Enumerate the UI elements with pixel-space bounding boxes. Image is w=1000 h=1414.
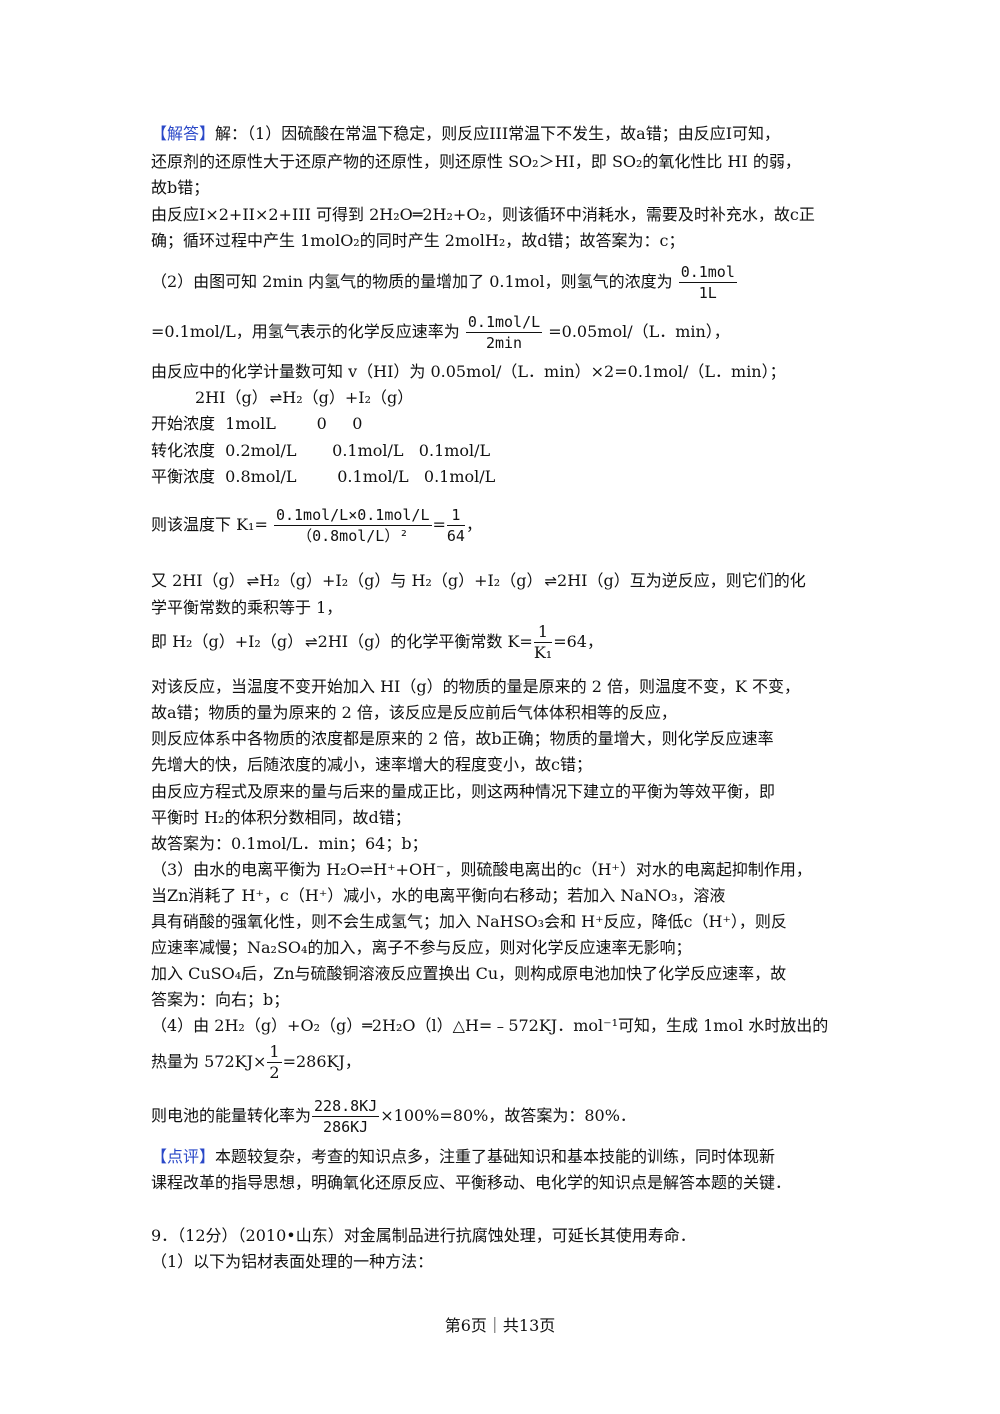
- question-9-title: 9．（12分）（2010•山东）对金属制品进行抗腐蚀处理，可延长其使用寿命．: [151, 1226, 696, 1245]
- answer-line-reverse: 又 2HI（g）⇌H₂（g）+I₂（g）与 H₂（g）+I₂（g）⇌2HI（g）…: [151, 571, 806, 591]
- answer-line-k1: 则该温度下 K₁= 0.1mol/L×0.1mol/L （0.8mol/L）² …: [151, 505, 482, 546]
- text: =0.05mol/（L．min），: [548, 322, 730, 341]
- text: 则该温度下 K₁=: [151, 515, 268, 534]
- answer-line-5: 确；循环过程中产生 1molO₂的同时产生 2molH₂，故d错；故答案为：c；: [151, 231, 685, 250]
- fraction-1-64: 1 64: [446, 505, 465, 546]
- table-row-start: 开始浓度 1molL 0 0: [151, 414, 363, 433]
- answer-line-18: 故a错；物质的量为原来的 2 倍，该反应是反应前后气体体积相等的反应，: [151, 703, 677, 722]
- answer-line-15: 学平衡常数的乘积等于 1，: [151, 598, 343, 617]
- fraction-rate: 0.1mol/L 2min: [465, 312, 543, 353]
- text: 又 2HI（g）: [151, 571, 245, 590]
- numerator: 228.8KJ: [312, 1097, 380, 1117]
- answer-line-21: 由反应方程式及原来的量与后来的量成正比，则这两种情况下建立的平衡为等效平衡，即: [151, 782, 776, 801]
- answer-line-20: 先增大的快，后随浓度的减小，速率增大的程度变小，故c错；: [151, 755, 592, 774]
- answer-line-26: 具有硝酸的强氧化性，则不会生成氢气；加入 NaHSO₃会和 H⁺反应，降低c（H…: [151, 912, 787, 931]
- comment-tag: 【点评】: [151, 1147, 216, 1166]
- text: 即 H₂（g）+I₂（g）: [151, 632, 304, 651]
- comment-line-2: 课程改革的指导思想，明确氧化还原反应、平衡移动、电化学的知识点是解答本题的关键．: [151, 1173, 792, 1192]
- answer-line-25: 当Zn消耗了 H⁺，c（H⁺）减小，水的电离平衡向右移动；若加入 NaNO₃，溶…: [151, 886, 726, 905]
- answer-line-31: 热量为 572KJ× 1 2 =286KJ，: [151, 1042, 361, 1083]
- text: 本题较复杂，考查的知识点多，注重了基础知识和基本技能的训练，同时体现新: [215, 1147, 776, 1166]
- equilibrium-arrow-icon: ⇌: [246, 572, 260, 590]
- text: ，: [465, 515, 482, 534]
- text: =: [432, 515, 446, 534]
- equilibrium-arrow-icon: ⇌: [305, 633, 318, 651]
- numerator: 1: [267, 1042, 282, 1063]
- equilibrium-arrow-icon: ⇌: [544, 572, 557, 590]
- fraction-efficiency: 228.8KJ 286KJ: [312, 1096, 380, 1137]
- answer-line-23: 故答案为：0.1mol/L．min；64；b；: [151, 834, 428, 853]
- text: 热量为 572KJ×: [151, 1052, 267, 1071]
- text: （2）由图可知 2min 内氢气的物质的量增加了 0.1mol，则氢气的浓度为: [151, 272, 673, 291]
- answer-line-4: 由反应I×2+II×2+III 可得到 2H₂O═2H₂+O₂，则该循环中消耗水…: [151, 205, 815, 224]
- text: H₂（g）+I₂（g）: [282, 388, 414, 407]
- denominator: （0.8mol/L）²: [297, 527, 409, 545]
- fraction-k1: 0.1mol/L×0.1mol/L （0.8mol/L）²: [273, 505, 432, 546]
- numerator: 0.1mol/L: [465, 313, 543, 333]
- answer-line-8: 由反应中的化学计量数可知 v（HI）为 0.05mol/（L．min）×2=0.…: [151, 362, 786, 381]
- answer-line-k: 即 H₂（g）+I₂（g）⇌2HI（g）的化学平衡常数 K= 1 K₁ =64，: [151, 622, 603, 663]
- denominator: 286KJ: [323, 1118, 369, 1136]
- answer-tag: 【解答】: [151, 124, 216, 143]
- text: =0.1mol/L，用氢气表示的化学反应速率为: [151, 322, 460, 341]
- text: 2HI（g）: [195, 388, 268, 407]
- denominator: K₁: [533, 643, 553, 662]
- answer-line-6: （2）由图可知 2min 内氢气的物质的量增加了 0.1mol，则氢气的浓度为 …: [151, 262, 738, 303]
- numerator: 1: [446, 505, 465, 526]
- answer-line-24: （3）由水的电离平衡为 H₂O⇌H⁺+OH⁻，则硫酸电离出的c（H⁺）对水的电离…: [151, 860, 812, 879]
- fraction-h2-concentration: 0.1mol 1L: [678, 262, 737, 303]
- numerator: 0.1mol/L×0.1mol/L: [273, 506, 432, 526]
- table-row-change: 转化浓度 0.2mol/L 0.1mol/L 0.1mol/L: [151, 441, 491, 460]
- text: 则电池的能量转化率为: [151, 1106, 312, 1125]
- equation-line: 2HI（g）⇌H₂（g）+I₂（g）: [195, 388, 413, 408]
- text: 2HI（g）的化学平衡常数 K=: [317, 632, 533, 651]
- text: 解：（1）因硫酸在常温下稳定，则反应III常温下不发生，故a错；由反应I可知，: [215, 124, 781, 143]
- text: 2HI（g）互为逆反应，则它们的化: [557, 571, 806, 590]
- denominator: 64: [446, 527, 465, 545]
- numerator: 0.1mol: [678, 263, 737, 283]
- answer-line-1: 【解答】解：（1）因硫酸在常温下稳定，则反应III常温下不发生，故a错；由反应I…: [151, 124, 780, 144]
- page-footer: 第6页｜共13页: [444, 1316, 556, 1335]
- question-9-part-1: （1）以下为铝材表面处理的一种方法：: [151, 1252, 434, 1271]
- denominator: 1L: [698, 284, 717, 302]
- answer-line-3: 故b错；: [151, 178, 210, 197]
- denominator: 2: [269, 1063, 280, 1082]
- numerator: 1: [533, 622, 553, 643]
- equilibrium-arrow-icon: ⇌: [269, 389, 283, 407]
- answer-line-17: 对该反应，当温度不变开始加入 HI（g）的物质的量是原来的 2 倍，则温度不变，…: [151, 677, 800, 696]
- answer-line-27: 应速率减慢；Na₂SO₄的加入，离子不参与反应，则对化学反应速率无影响；: [151, 938, 692, 957]
- answer-line-28: 加入 CuSO₄后，Zn与硫酸铜溶液反应置换出 Cu，则构成原电池加快了化学反应…: [151, 964, 787, 983]
- text: =64，: [553, 632, 603, 651]
- answer-line-7: =0.1mol/L，用氢气表示的化学反应速率为 0.1mol/L 2min =0…: [151, 312, 730, 353]
- answer-line-32: 则电池的能量转化率为 228.8KJ 286KJ ×100%=80%，故答案为：…: [151, 1096, 636, 1137]
- fraction-1-k1: 1 K₁: [533, 622, 553, 663]
- text: =286KJ，: [282, 1052, 361, 1071]
- comment-line-1: 【点评】本题较复杂，考查的知识点多，注重了基础知识和基本技能的训练，同时体现新: [151, 1147, 775, 1167]
- text: H₂（g）+I₂（g）与 H₂（g）+I₂（g）: [259, 571, 543, 590]
- answer-line-30: （4）由 2H₂（g）+O₂（g）═2H₂O（l）△H=﹣572KJ．mol⁻¹…: [151, 1016, 829, 1035]
- fraction-half: 1 2: [267, 1042, 282, 1083]
- answer-line-19: 则反应体系中各物质的浓度都是原来的 2 倍，故b正确；物质的量增大，则化学反应速…: [151, 729, 774, 748]
- table-row-equilibrium: 平衡浓度 0.8mol/L 0.1mol/L 0.1mol/L: [151, 467, 496, 486]
- answer-line-2: 还原剂的还原性大于还原产物的还原性，则还原性 SO₂＞HI，即 SO₂的氧化性比…: [151, 152, 801, 171]
- denominator: 2min: [485, 334, 523, 352]
- text: ×100%=80%，故答案为：80%．: [380, 1106, 636, 1125]
- answer-line-29: 答案为：向右；b；: [151, 990, 290, 1009]
- answer-line-22: 平衡时 H₂的体积分数相同，故d错；: [151, 808, 411, 827]
